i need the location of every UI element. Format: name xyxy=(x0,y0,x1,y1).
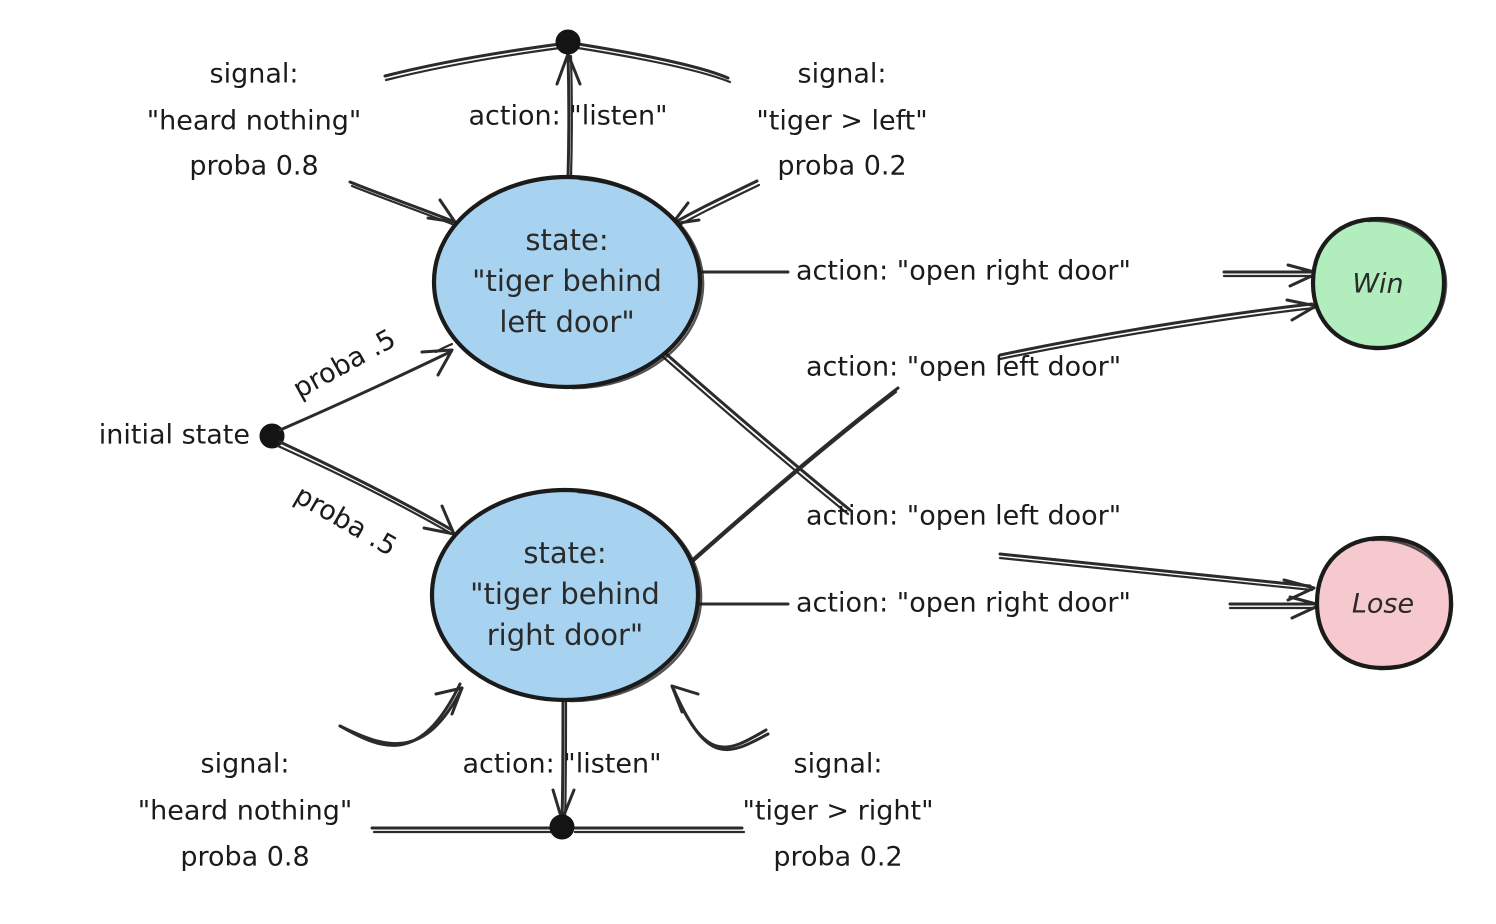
node-win[interactable]: Win xyxy=(1310,216,1448,351)
edge-bottom-signal-heard-nothing xyxy=(338,682,554,834)
top-sig-nothing-line2: "heard nothing" xyxy=(147,106,362,137)
state-right-line3: right door" xyxy=(487,618,644,652)
bot-sig-nothing-line3: proba 0.8 xyxy=(180,842,309,873)
top-sig-nothing-line3: proba 0.8 xyxy=(189,151,318,182)
state-right-line2: "tiger behind xyxy=(470,577,660,611)
state-right-line1: state: xyxy=(523,536,606,570)
edge-initial-to-right-state xyxy=(276,440,456,536)
bottom-listen-junction-dot xyxy=(549,814,575,840)
edge-label-open-left-door-lose: action: "open left door" xyxy=(806,501,1121,532)
node-state-tiger-behind-left-door[interactable]: state: "tiger behind left door" xyxy=(431,174,705,390)
edge-initial-to-left-state xyxy=(278,342,454,432)
top-sig-tiger-line3: proba 0.2 xyxy=(777,151,906,182)
bot-sig-nothing-line2: "heard nothing" xyxy=(138,796,353,827)
edge-left-state-open-left-door-to-lose xyxy=(660,350,1316,602)
edge-label-top-signal-heard-nothing: signal: "heard nothing" proba 0.8 xyxy=(147,59,362,182)
state-left-line1: state: xyxy=(525,223,608,257)
edge-bottom-signal-tiger-right xyxy=(573,684,770,834)
top-sig-tiger-line2: "tiger > left" xyxy=(756,106,927,137)
bot-sig-nothing-line1: signal: xyxy=(201,749,290,780)
edge-label-top-signal-tiger-left: signal: "tiger > left" proba 0.2 xyxy=(756,59,927,182)
edge-label-bottom-signal-heard-nothing: signal: "heard nothing" proba 0.8 xyxy=(138,749,353,873)
state-left-line3: left door" xyxy=(499,305,634,339)
bot-sig-tiger-line3: proba 0.2 xyxy=(773,842,902,873)
initial-state-dot xyxy=(259,423,285,449)
edge-label-open-right-door-lose: action: "open right door" xyxy=(796,588,1131,619)
top-listen-junction-dot xyxy=(555,29,581,55)
edge-label-open-right-door-win: action: "open right door" xyxy=(796,256,1131,287)
bot-sig-tiger-line2: "tiger > right" xyxy=(742,796,933,827)
edge-label-bottom-signal-tiger-right: signal: "tiger > right" proba 0.2 xyxy=(742,749,933,873)
edge-right-state-open-right-door-to-lose xyxy=(696,595,1322,620)
top-sig-tiger-line1: signal: xyxy=(798,59,887,90)
edge-label-init-to-left-proba: proba .5 xyxy=(288,323,401,405)
node-lose[interactable]: Lose xyxy=(1314,535,1454,671)
edge-label-open-left-door-win: action: "open left door" xyxy=(806,352,1121,383)
top-sig-nothing-line1: signal: xyxy=(210,59,299,90)
edge-label-bottom-action-listen: action: "listen" xyxy=(462,749,661,780)
lose-label: Lose xyxy=(1352,589,1414,620)
win-label: Win xyxy=(1352,269,1403,300)
edge-label-top-action-listen: action: "listen" xyxy=(468,101,667,132)
edge-left-state-open-right-door-to-win xyxy=(698,263,1320,288)
edge-top-signal-heard-nothing xyxy=(348,42,562,228)
initial-state-label: initial state xyxy=(99,420,250,451)
edge-top-action-listen xyxy=(555,52,582,180)
bot-sig-tiger-line1: signal: xyxy=(794,749,883,780)
state-left-line2: "tiger behind xyxy=(472,264,662,298)
node-state-tiger-behind-right-door[interactable]: state: "tiger behind right door" xyxy=(429,487,703,703)
